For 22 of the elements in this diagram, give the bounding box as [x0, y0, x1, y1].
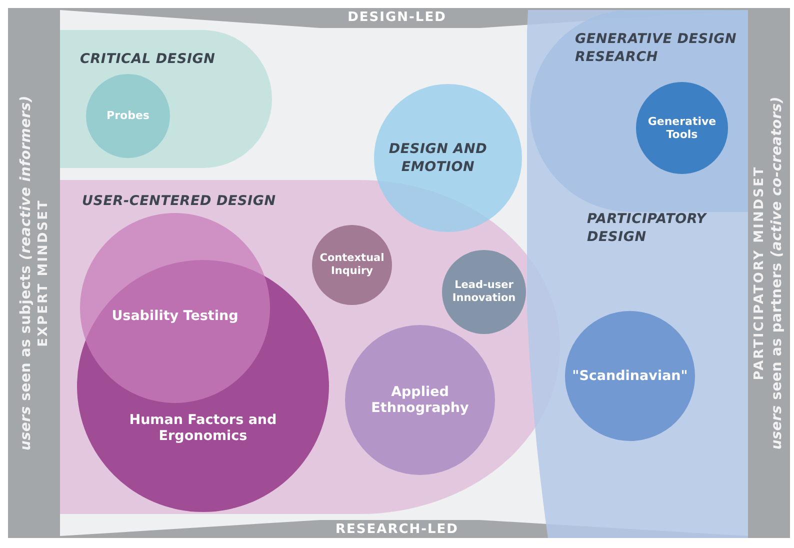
- category-heading: PARTICIPATORY DESIGN: [587, 210, 708, 246]
- circle-label: Lead-user Innovation: [451, 279, 517, 305]
- axis-label: users seen as subjects (reactive informers): [18, 94, 34, 453]
- axis-label: RESEARCH-LED: [334, 522, 460, 537]
- mindset-label: PARTICIPATORY MINDSET: [752, 164, 768, 382]
- category-heading: DESIGN AND EMOTION: [388, 140, 488, 176]
- category-heading: USER-CENTERED DESIGN: [82, 192, 277, 210]
- axis-label: users seen as partners (active co-creators): [769, 95, 785, 452]
- circle-label: "Scandinavian": [572, 368, 688, 384]
- mindset-label: EXPERT MINDSET: [36, 198, 52, 349]
- circle-label: Probes: [106, 109, 150, 123]
- circle-label: Contextual Inquiry: [318, 252, 386, 278]
- axis-label: DESIGN-LED: [346, 10, 448, 25]
- circle-label: Human Factors and Ergonomics: [128, 412, 278, 444]
- circle-label: Usability Testing: [112, 308, 238, 324]
- circle-label: Applied Ethnography: [370, 384, 470, 416]
- category-heading: CRITICAL DESIGN: [80, 50, 216, 68]
- category-heading: GENERATIVE DESIGN RESEARCH: [575, 30, 738, 66]
- region: [530, 10, 748, 212]
- region: [527, 10, 748, 538]
- region: [60, 30, 272, 168]
- circle-label: Generative Tools: [646, 114, 718, 142]
